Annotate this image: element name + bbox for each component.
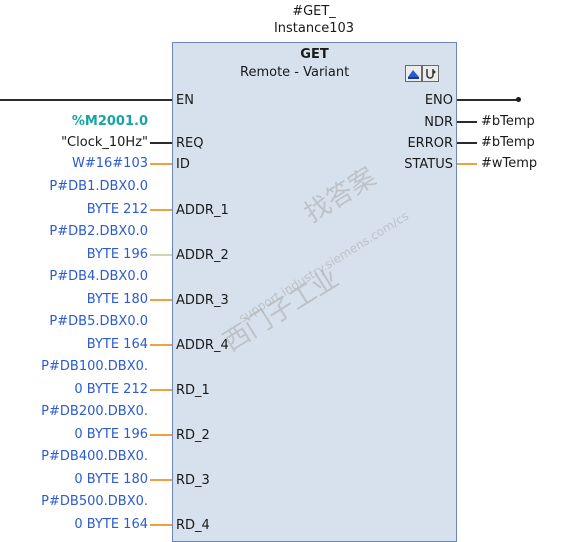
pin-addr-1[interactable]: ADDR_1 xyxy=(176,203,229,218)
pin-rd-1[interactable]: RD_1 xyxy=(176,383,210,398)
addr-3-value-line2[interactable]: BYTE 180 xyxy=(86,292,148,307)
pin-status[interactable]: STATUS xyxy=(404,157,453,172)
error-wire xyxy=(457,142,477,144)
rd-3-value-line2[interactable]: 0 BYTE 180 xyxy=(74,472,148,487)
pin-rd-4[interactable]: RD_4 xyxy=(176,518,210,533)
rd-3-wire xyxy=(150,479,172,481)
addr-3-value-line1[interactable]: P#DB4.DBX0.0 xyxy=(49,269,148,284)
pin-eno[interactable]: ENO xyxy=(424,93,453,108)
get-function-block[interactable]: GET Remote - Variant EN REQ ID ADDR_1 AD… xyxy=(172,42,457,542)
addr-2-value-line1[interactable]: P#DB2.DBX0.0 xyxy=(49,224,148,239)
pin-addr-4[interactable]: ADDR_4 xyxy=(176,338,229,353)
addr-1-wire xyxy=(150,209,172,211)
block-title: GET xyxy=(300,47,329,62)
req-tag[interactable]: "Clock_10Hz" xyxy=(61,135,148,150)
rd-4-value-line1[interactable]: P#DB500.DBX0. xyxy=(41,494,148,509)
addr-3-wire xyxy=(150,299,172,301)
pin-req[interactable]: REQ xyxy=(176,136,204,151)
pin-error[interactable]: ERROR xyxy=(407,136,453,151)
eno-wire-end xyxy=(516,97,521,102)
rd-2-value-line1[interactable]: P#DB200.DBX0. xyxy=(41,404,148,419)
ndr-wire xyxy=(457,121,477,123)
id-wire xyxy=(150,163,172,165)
req-wire xyxy=(150,142,172,144)
pin-ndr[interactable]: NDR xyxy=(424,115,453,130)
pin-addr-3[interactable]: ADDR_3 xyxy=(176,293,229,308)
rd-1-wire xyxy=(150,389,172,391)
rd-2-value-line2[interactable]: 0 BYTE 196 xyxy=(74,427,148,442)
rd-1-value-line1[interactable]: P#DB100.DBX0. xyxy=(41,359,148,374)
rd-4-value-line2[interactable]: 0 BYTE 164 xyxy=(74,517,148,532)
addr-4-wire xyxy=(150,344,172,346)
addr-1-value-line2[interactable]: BYTE 212 xyxy=(86,202,148,217)
pin-rd-3[interactable]: RD_3 xyxy=(176,473,210,488)
pin-en[interactable]: EN xyxy=(176,93,194,108)
pin-rd-2[interactable]: RD_2 xyxy=(176,428,210,443)
addr-1-value-line1[interactable]: P#DB1.DBX0.0 xyxy=(49,179,148,194)
pin-addr-2[interactable]: ADDR_2 xyxy=(176,248,229,263)
diagnostics-icon[interactable] xyxy=(422,65,439,82)
id-value[interactable]: W#16#103 xyxy=(72,156,148,171)
rd-4-wire xyxy=(150,524,172,526)
addr-4-value-line2[interactable]: BYTE 164 xyxy=(86,337,148,352)
instance-name-line1[interactable]: #GET_ xyxy=(292,4,336,19)
en-wire[interactable] xyxy=(0,99,172,101)
addr-4-value-line1[interactable]: P#DB5.DBX0.0 xyxy=(49,314,148,329)
addr-2-wire xyxy=(150,254,172,256)
error-output[interactable]: #bTemp xyxy=(481,135,535,150)
instance-name-line2[interactable]: Instance103 xyxy=(273,21,355,36)
ndr-output[interactable]: #bTemp xyxy=(481,114,535,129)
block-subtitle[interactable]: Remote - Variant xyxy=(240,65,350,80)
rd-1-value-line2[interactable]: 0 BYTE 212 xyxy=(74,382,148,397)
pin-id[interactable]: ID xyxy=(176,157,190,172)
connection-icon[interactable] xyxy=(405,65,422,82)
rd-3-value-line1[interactable]: P#DB400.DBX0. xyxy=(41,449,148,464)
rd-2-wire xyxy=(150,434,172,436)
req-address[interactable]: %M2001.0 xyxy=(71,114,148,129)
status-output[interactable]: #wTemp xyxy=(481,156,538,171)
status-wire xyxy=(457,163,477,165)
addr-2-value-line2[interactable]: BYTE 196 xyxy=(86,247,148,262)
eno-wire[interactable] xyxy=(457,99,519,101)
